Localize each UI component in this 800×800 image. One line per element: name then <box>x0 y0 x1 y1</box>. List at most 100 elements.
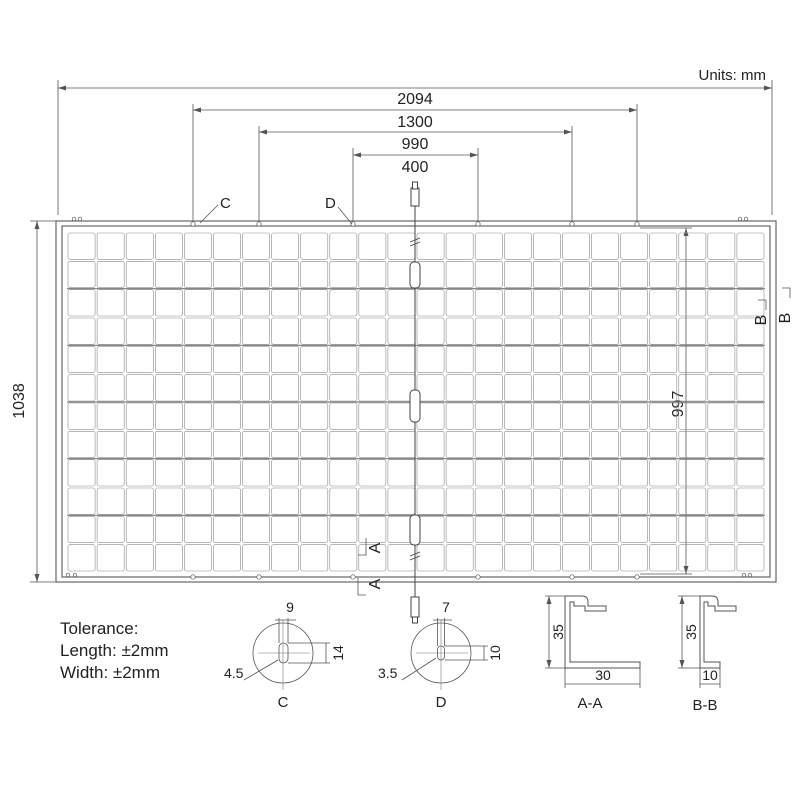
solar-cell <box>184 544 212 572</box>
solar-cell <box>562 430 590 458</box>
solar-cell <box>620 232 648 260</box>
solar-cell <box>591 374 619 402</box>
solar-cell <box>649 289 678 317</box>
solar-cell <box>707 317 736 345</box>
solar-cell <box>474 544 503 572</box>
solar-cell <box>387 345 416 373</box>
tolerance-length: Length: ±2mm <box>60 641 169 660</box>
solar-cell <box>532 487 561 515</box>
dimension-2094: 2094 <box>57 80 773 215</box>
solar-cell <box>358 459 387 487</box>
solar-cell <box>387 289 416 317</box>
solar-cell <box>678 515 707 543</box>
solar-cell <box>678 459 707 487</box>
solar-cell <box>678 345 707 373</box>
solar-cell <box>591 487 619 515</box>
detail-d: 7 10 3.5 D <box>378 599 503 711</box>
solar-cell <box>242 515 270 543</box>
bottom-connector <box>410 596 420 618</box>
solar-cell <box>271 374 300 402</box>
solar-cell <box>213 459 241 487</box>
solar-cell <box>532 289 561 317</box>
solar-cell <box>213 430 241 458</box>
solar-cell <box>591 345 619 373</box>
mounting-hole <box>634 574 640 580</box>
solar-cell <box>532 345 561 373</box>
solar-cell <box>562 289 590 317</box>
corner-hole <box>747 572 753 578</box>
svg-text:B: B <box>777 313 794 324</box>
solar-cell <box>707 515 736 543</box>
solar-cell <box>562 317 590 345</box>
solar-cell <box>707 289 736 317</box>
marker-c: C <box>220 195 231 212</box>
solar-cell <box>329 289 358 317</box>
solar-cell <box>242 430 270 458</box>
mounting-hole <box>190 221 196 227</box>
solar-cell <box>300 260 329 288</box>
solar-cell <box>329 459 358 487</box>
section-b-markers: B B <box>753 287 794 325</box>
mounting-hole <box>634 221 640 227</box>
solar-cell <box>707 402 736 430</box>
mounting-hole <box>350 574 356 580</box>
solar-cell <box>213 232 241 260</box>
solar-cell <box>155 260 183 288</box>
dimension-400-label: 400 <box>402 159 429 176</box>
svg-text:A: A <box>367 542 384 553</box>
solar-cell <box>271 345 300 373</box>
mounting-hole <box>256 574 262 580</box>
solar-cell <box>736 289 765 317</box>
solar-cell <box>620 345 648 373</box>
solar-cell <box>184 374 212 402</box>
solar-cell <box>503 345 532 373</box>
solar-cell <box>707 374 736 402</box>
solar-cell <box>707 232 736 260</box>
solar-cell <box>707 430 736 458</box>
solar-cell <box>125 260 154 288</box>
solar-cell <box>125 374 154 402</box>
solar-cell <box>155 345 183 373</box>
units-label: Units: mm <box>699 67 767 84</box>
cell-grid <box>67 232 765 572</box>
solar-cell <box>271 459 300 487</box>
solar-cell <box>445 402 474 430</box>
solar-cell <box>125 289 154 317</box>
solar-cell <box>474 402 503 430</box>
corner-hole <box>72 572 78 578</box>
solar-cell <box>678 487 707 515</box>
solar-cell <box>503 317 532 345</box>
solar-cell <box>736 232 765 260</box>
solar-cell <box>620 487 648 515</box>
solar-cell <box>271 232 300 260</box>
solar-cell <box>271 402 300 430</box>
solar-cell <box>271 544 300 572</box>
solar-cell <box>242 317 270 345</box>
section-aa-label: A-A <box>577 695 602 712</box>
solar-cell <box>474 345 503 373</box>
solar-cell <box>678 374 707 402</box>
solar-cell <box>445 232 474 260</box>
solar-cell <box>562 515 590 543</box>
solar-cell <box>213 515 241 543</box>
solar-cell <box>503 487 532 515</box>
solar-cell <box>591 515 619 543</box>
solar-cell <box>300 374 329 402</box>
solar-cell <box>649 232 678 260</box>
solar-cell <box>96 345 125 373</box>
solar-cell <box>591 260 619 288</box>
solar-cell <box>445 345 474 373</box>
solar-cell <box>358 515 387 543</box>
solar-cell <box>532 374 561 402</box>
solar-cell <box>678 289 707 317</box>
solar-cell <box>387 487 416 515</box>
solar-cell <box>96 317 125 345</box>
solar-cell <box>67 232 96 260</box>
solar-cell <box>562 260 590 288</box>
top-connector <box>410 187 420 207</box>
solar-cell <box>329 515 358 543</box>
solar-cell <box>125 232 154 260</box>
solar-cell <box>155 317 183 345</box>
solar-cell <box>678 232 707 260</box>
